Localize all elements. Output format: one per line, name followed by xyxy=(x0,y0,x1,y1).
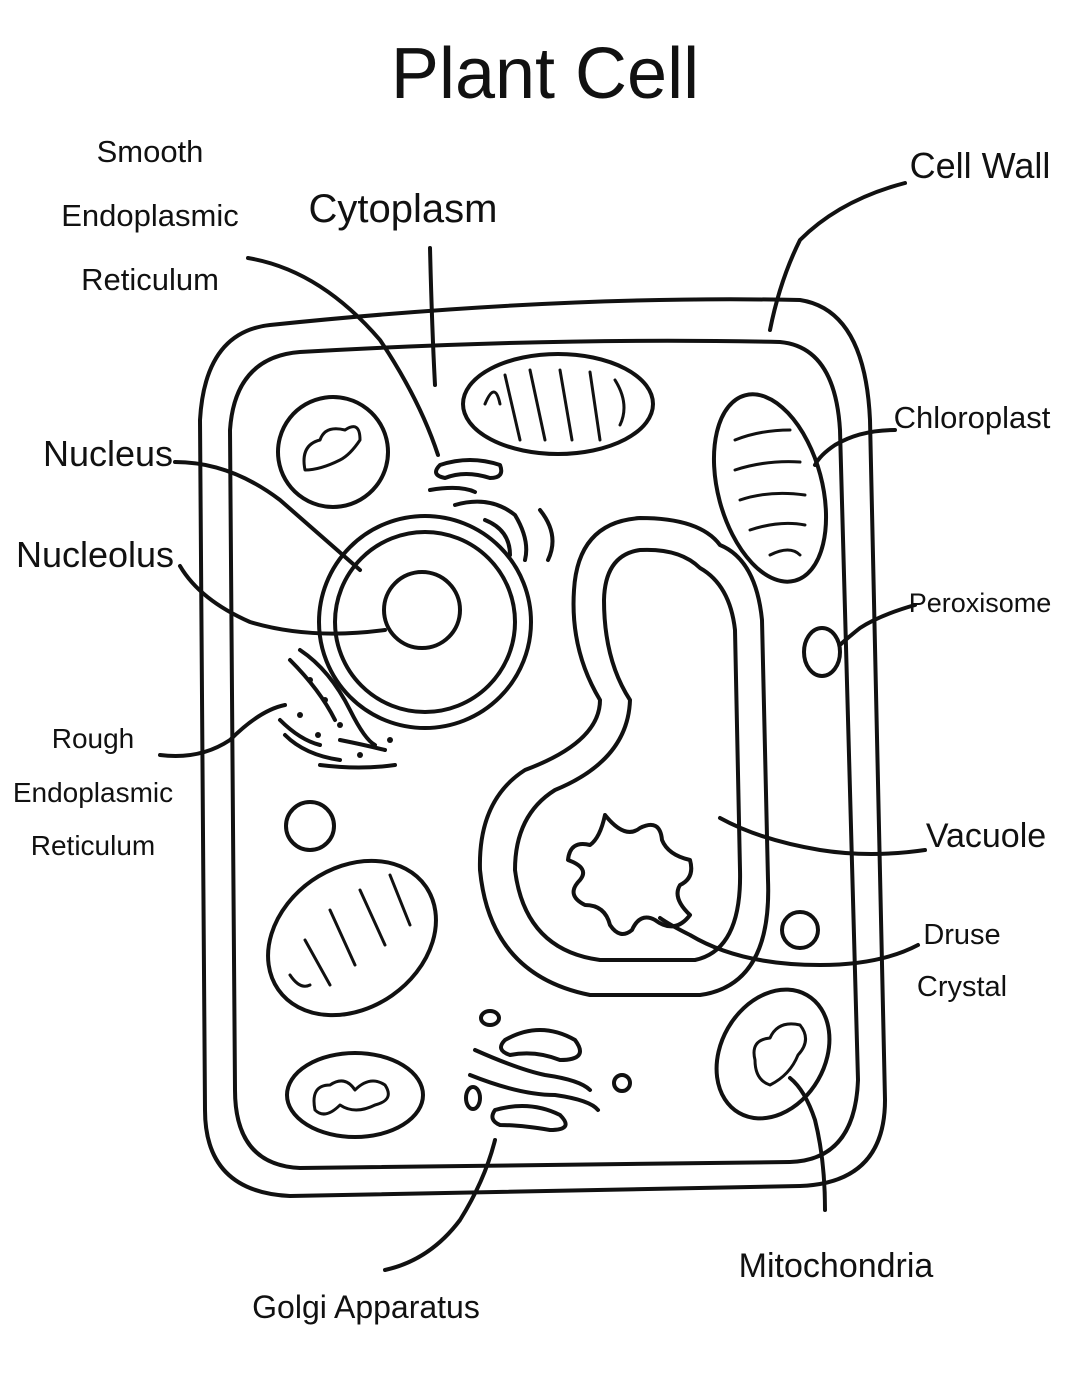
cell-membrane xyxy=(228,338,860,1170)
vesicle-right xyxy=(780,910,820,950)
nucleolus xyxy=(382,570,462,650)
label-golgi-apparatus: Golgi Apparatus xyxy=(252,1289,480,1325)
label-smooth-er-2: Endoplasmic xyxy=(61,198,238,233)
diagram-title: Plant Cell xyxy=(391,34,699,114)
chloroplast-bottom-left xyxy=(266,858,438,1018)
label-druse-crystal-2: Crystal xyxy=(917,971,1007,1003)
label-chloroplast: Chloroplast xyxy=(894,400,1051,435)
label-cytoplasm: Cytoplasm xyxy=(309,187,498,231)
vacuole-inner xyxy=(513,547,743,962)
label-nucleolus: Nucleolus xyxy=(16,534,174,575)
label-rough-er-3: Reticulum xyxy=(31,830,155,861)
label-cell-wall: Cell Wall xyxy=(910,145,1051,186)
leader-lines xyxy=(158,181,927,1272)
label-nucleus: Nucleus xyxy=(43,433,173,474)
label-vacuole: Vacuole xyxy=(926,817,1046,855)
vacuole-outer xyxy=(477,516,771,997)
peroxisome xyxy=(802,626,842,678)
golgi-apparatus xyxy=(464,1009,632,1132)
label-druse-crystal-1: Druse xyxy=(923,919,1000,951)
nucleus-outer xyxy=(317,514,533,730)
nucleus-inner xyxy=(333,530,517,714)
cell-wall xyxy=(198,297,887,1198)
label-smooth-er-1: Smooth xyxy=(97,134,204,169)
druse-crystal xyxy=(566,813,694,936)
mitochondrion-bottom-left xyxy=(285,1051,425,1139)
label-rough-er-2: Endoplasmic xyxy=(13,777,173,808)
label-peroxisome: Peroxisome xyxy=(909,588,1052,618)
label-smooth-er-3: Reticulum xyxy=(81,262,219,297)
mitochondrion-top-left xyxy=(276,395,390,509)
vesicle-left xyxy=(284,800,336,852)
chloroplast-top xyxy=(461,352,655,456)
chloroplast-right xyxy=(711,392,829,584)
label-mitochondria: Mitochondria xyxy=(739,1247,934,1285)
rough-er xyxy=(278,648,397,770)
label-rough-er-1: Rough xyxy=(52,723,135,754)
mitochondrion-bottom-right xyxy=(714,987,832,1121)
smooth-er xyxy=(428,458,555,562)
